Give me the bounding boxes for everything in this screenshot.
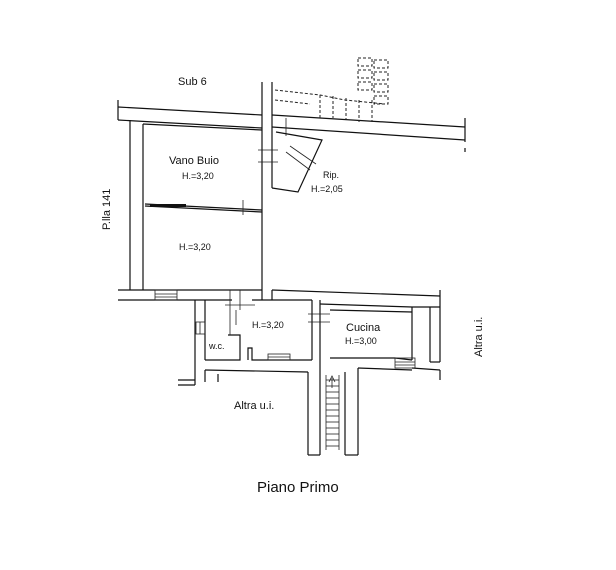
sub6-label: Sub 6 [178, 76, 207, 88]
rip-area [271, 131, 323, 193]
altra-ui-left-label: Altra u.i. [234, 400, 274, 412]
top-wall [117, 100, 466, 152]
rip-label: Rip. [323, 170, 339, 180]
door-markers-shaft [258, 118, 287, 163]
middle-room-height: H.=3,20 [252, 320, 284, 330]
plan-title: Piano Primo [257, 479, 339, 496]
shaft [261, 82, 273, 300]
stairs-bottom [325, 375, 340, 450]
lower-area [178, 365, 413, 456]
vano-buio-room [142, 123, 263, 215]
room2-height: H.=3,20 [179, 242, 211, 252]
cucina-height: H.=3,00 [345, 336, 377, 346]
wc-label: w.c. [208, 341, 225, 351]
cucina-room [329, 307, 416, 369]
left-wall [118, 120, 144, 291]
vano-buio-height: H.=3,20 [182, 171, 214, 181]
cucina-label: Cucina [346, 322, 381, 334]
right-room [411, 307, 441, 380]
pila-label: P.lla 141 [101, 189, 113, 230]
middle-wall [118, 289, 441, 308]
middle-rooms [194, 290, 330, 385]
rip-height: H.=2,05 [311, 184, 343, 194]
vano-buio-label: Vano Buio [169, 155, 219, 167]
altra-ui-right-label: Altra u.i. [473, 317, 485, 357]
top-stairs-sketch [274, 57, 389, 122]
